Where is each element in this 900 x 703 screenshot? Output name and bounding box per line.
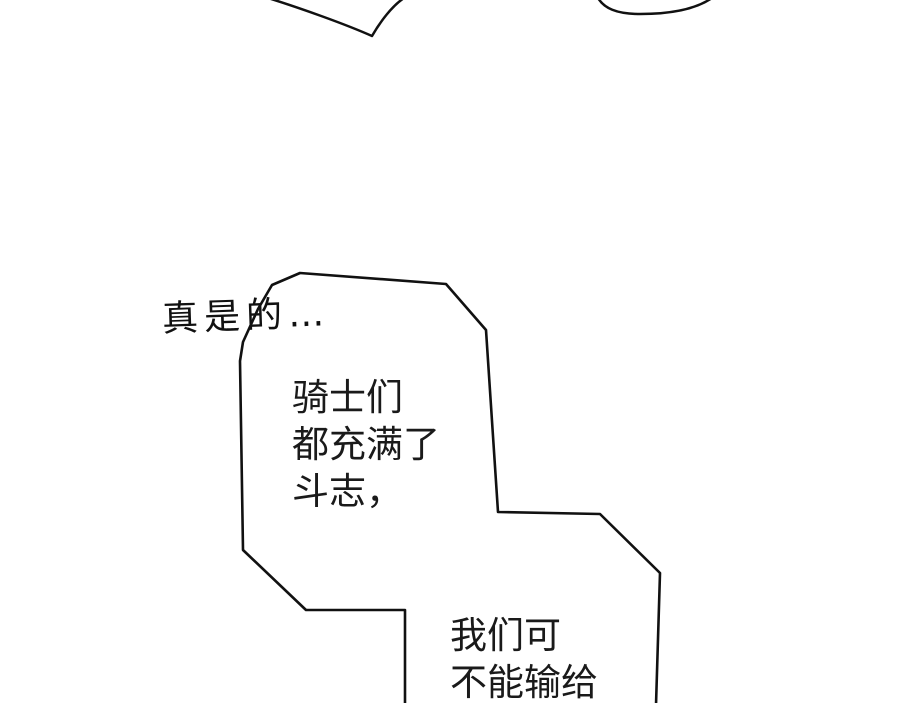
speech-bubble-text-upper: 骑士们 都充满了 斗志， (292, 374, 440, 515)
bubble-line: 骑士们 (292, 376, 403, 419)
bubble-fragment-top-left (270, 0, 404, 38)
bubble-line: 斗志， (292, 470, 403, 513)
bubble-line: 我们可 (450, 614, 561, 657)
bubble-fragment-top-right (597, 0, 712, 16)
handwritten-sfx: 真是的… (161, 293, 331, 340)
bubble-line: 都充满了 (292, 423, 440, 466)
bubble-line: 不能输给 (450, 661, 598, 703)
speech-bubble-outline (238, 271, 662, 703)
speech-bubble-text-lower: 我们可 不能输给 (450, 612, 598, 703)
